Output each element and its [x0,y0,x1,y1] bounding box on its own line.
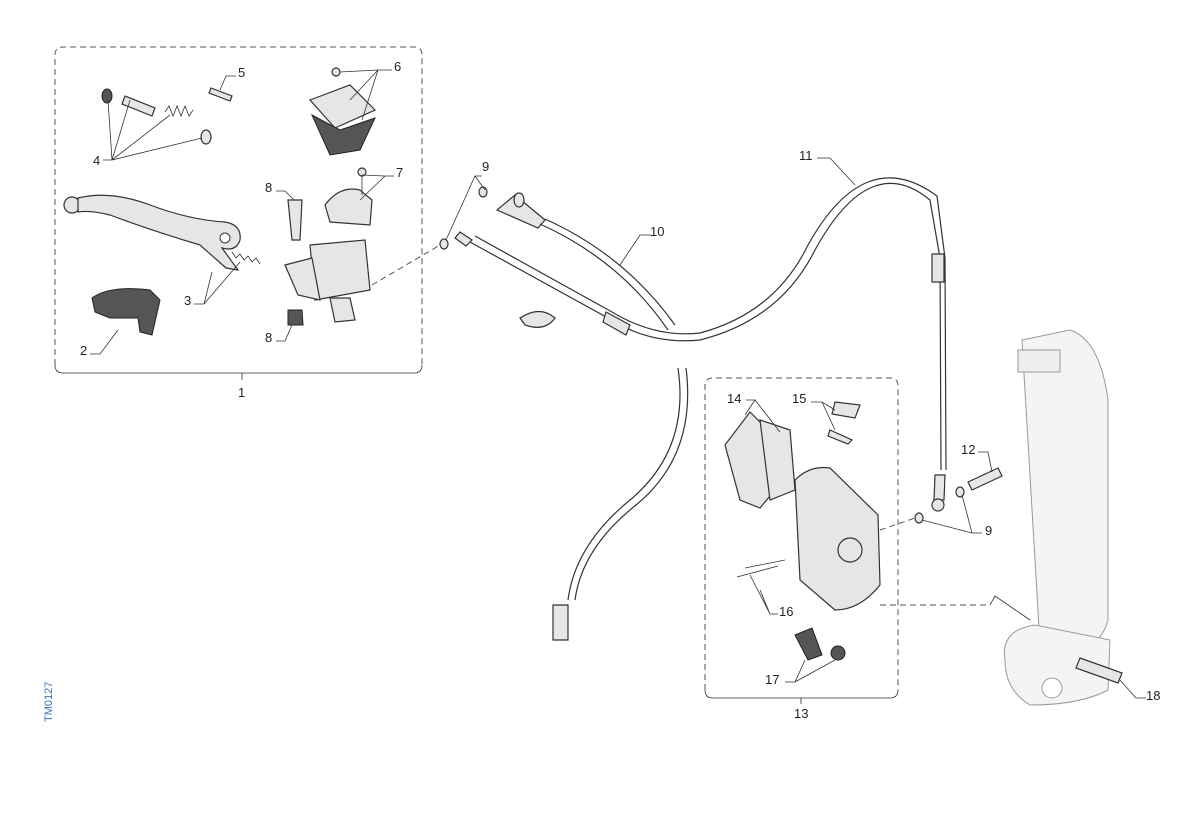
part-number-labels: 5 6 4 7 8 3 2 8 1 9 10 11 14 15 12 9 16 … [80,59,1160,721]
callout-12: 12 [961,442,975,457]
brake-lever [63,194,241,271]
callout-16: 16 [779,604,793,619]
reservoir-cap [308,67,377,156]
caliper-group-box [704,377,899,704]
drawing-reference-code: TM0127 [43,682,55,722]
callout-17: 17 [765,672,779,687]
callout-9-top: 9 [482,159,489,174]
banjo-bolt [879,467,1003,531]
pin-5 [208,87,233,102]
callout-8-top: 8 [265,180,272,195]
callout-7: 7 [396,165,403,180]
callout-8-bottom: 8 [265,330,272,345]
callout-13: 13 [794,706,808,721]
leader-lines [90,69,1146,699]
callout-15: 15 [792,391,806,406]
lever-guard [91,288,161,336]
lever-pivot-parts [101,88,212,145]
fork-leg [880,329,1111,706]
fork-bolt [1075,657,1123,684]
brake-caliper [794,466,881,611]
callout-1: 1 [238,385,245,400]
brake-pads [724,411,796,509]
callout-5: 5 [238,65,245,80]
callout-14: 14 [727,391,741,406]
callout-11: 11 [799,148,813,163]
brake-hoses [371,177,947,641]
callout-6: 6 [394,59,401,74]
callout-2: 2 [80,343,87,358]
pad-spring [827,401,861,445]
callout-3: 3 [184,293,191,308]
callout-9-right: 9 [985,523,992,538]
master-cylinder-group-box [54,46,423,380]
lever-spring [231,251,261,265]
callout-10: 10 [650,224,664,239]
caliper-pin [736,559,786,578]
callout-18: 18 [1146,688,1160,703]
callout-4: 4 [93,153,100,168]
master-cylinder [284,167,373,326]
bleed-bolt [794,627,846,661]
